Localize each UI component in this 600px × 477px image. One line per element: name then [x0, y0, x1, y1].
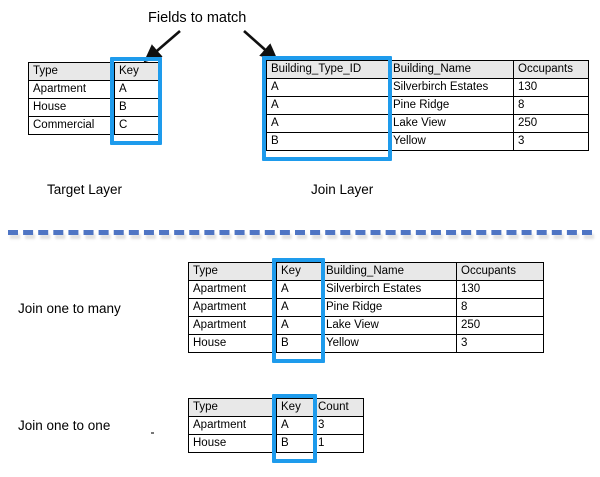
table-row: Apartment A Silverbirch Estates 130 — [188, 280, 544, 299]
table-row: House B 1 — [188, 434, 364, 453]
cell-key: A — [276, 280, 322, 299]
join-one-to-many-label: Join one to many — [18, 301, 121, 316]
stray-mark — [151, 432, 154, 434]
join-one-to-many-table: Type Key Building_Name Occupants Apartme… — [188, 262, 544, 353]
cell-occupants: 8 — [456, 298, 544, 317]
join-one-to-one-table: Type Key Count Apartment A 3 House B 1 — [188, 398, 364, 453]
cell-building-name: Silverbirch Estates — [388, 78, 514, 97]
cell-occupants: 130 — [456, 280, 544, 299]
cell-occupants: 250 — [456, 316, 544, 335]
table-header-row: Type Key — [28, 62, 161, 81]
cell-occupants: 3 — [456, 334, 544, 353]
cell-key: A — [114, 80, 161, 99]
cell-key: A — [276, 416, 314, 435]
cell-building-type-id: A — [266, 114, 389, 133]
cell-key: B — [276, 434, 314, 453]
table-row: Commercial C — [28, 116, 161, 135]
column-header-building-name: Building_Name — [388, 60, 514, 79]
cell-building-name: Lake View — [388, 114, 514, 133]
cell-type: Apartment — [188, 316, 277, 335]
column-header-key: Key — [276, 398, 314, 417]
target-layer-table: Type Key Apartment A House B Commercial … — [28, 62, 161, 135]
cell-building-name: Pine Ridge — [321, 298, 457, 317]
cell-type: Commercial — [28, 116, 115, 135]
cell-type: House — [28, 98, 115, 117]
arrow-to-join-key-icon — [243, 30, 279, 62]
cell-key: A — [276, 298, 322, 317]
column-header-key: Key — [114, 62, 161, 81]
table-row: A Pine Ridge 8 — [266, 96, 589, 115]
cell-occupants: 130 — [513, 78, 589, 97]
table-row: Apartment A Lake View 250 — [188, 316, 544, 335]
table-row: B Yellow 3 — [266, 132, 589, 151]
cell-count: 3 — [313, 416, 364, 435]
cell-building-name: Yellow — [321, 334, 457, 353]
cell-key: B — [276, 334, 322, 353]
cell-building-name: Silverbirch Estates — [321, 280, 457, 299]
cell-key: C — [114, 116, 161, 135]
cell-building-type-id: B — [266, 132, 389, 151]
table-row: Apartment A 3 — [188, 416, 364, 435]
cell-type: Apartment — [28, 80, 115, 99]
cell-type: Apartment — [188, 298, 277, 317]
join-layer-caption: Join Layer — [311, 182, 374, 197]
cell-count: 1 — [313, 434, 364, 453]
table-row: A Silverbirch Estates 130 — [266, 78, 589, 97]
column-header-key: Key — [276, 262, 322, 281]
table-row: Apartment A Pine Ridge 8 — [188, 298, 544, 317]
section-divider — [8, 230, 592, 235]
cell-occupants: 3 — [513, 132, 589, 151]
column-header-type: Type — [28, 62, 115, 81]
cell-building-name: Yellow — [388, 132, 514, 151]
column-header-occupants: Occupants — [513, 60, 589, 79]
cell-type: House — [188, 334, 277, 353]
cell-building-type-id: A — [266, 96, 389, 115]
table-header-row: Building_Type_ID Building_Name Occupants — [266, 60, 589, 79]
table-row: House B Yellow 3 — [188, 334, 544, 353]
divider-shadow — [10, 234, 594, 239]
column-header-building-name: Building_Name — [321, 262, 457, 281]
join-one-to-one-label: Join one to one — [18, 418, 111, 433]
table-header-row: Type Key Building_Name Occupants — [188, 262, 544, 281]
cell-key: A — [276, 316, 322, 335]
column-header-occupants: Occupants — [456, 262, 544, 281]
target-layer-caption: Target Layer — [47, 182, 123, 197]
cell-occupants: 250 — [513, 114, 589, 133]
cell-occupants: 8 — [513, 96, 589, 115]
table-header-row: Type Key Count — [188, 398, 364, 417]
arrow-to-target-key-icon — [143, 30, 181, 63]
table-row: A Lake View 250 — [266, 114, 589, 133]
column-header-type: Type — [188, 398, 277, 417]
cell-type: Apartment — [188, 280, 277, 299]
table-row: Apartment A — [28, 80, 161, 99]
fields-to-match-label: Fields to match — [148, 10, 247, 26]
table-row: House B — [28, 98, 161, 117]
column-header-count: Count — [313, 398, 364, 417]
cell-building-name: Pine Ridge — [388, 96, 514, 115]
column-header-building-type-id: Building_Type_ID — [266, 60, 389, 79]
cell-key: B — [114, 98, 161, 117]
cell-building-type-id: A — [266, 78, 389, 97]
column-header-type: Type — [188, 262, 277, 281]
cell-type: House — [188, 434, 277, 453]
join-layer-table: Building_Type_ID Building_Name Occupants… — [266, 60, 589, 151]
cell-building-name: Lake View — [321, 316, 457, 335]
cell-type: Apartment — [188, 416, 277, 435]
